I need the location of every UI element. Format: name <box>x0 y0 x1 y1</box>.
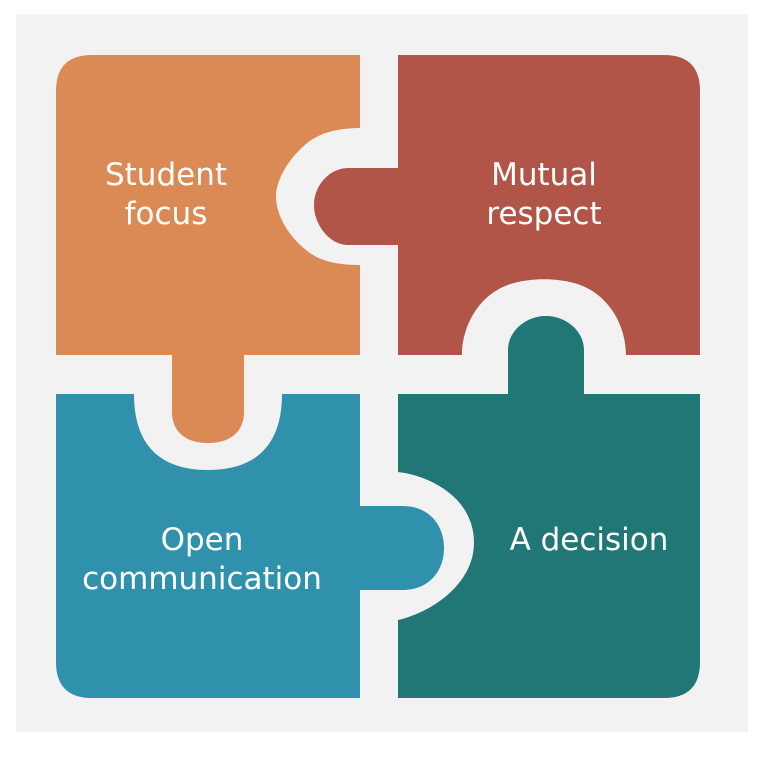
piece-label: communication <box>82 561 322 597</box>
piece-label: focus <box>125 196 208 232</box>
puzzle-shape-open-communication <box>56 394 444 698</box>
piece-label: respect <box>486 196 601 232</box>
puzzle-piece-open-communication: Open communication <box>56 394 444 698</box>
puzzle-shape-a-decision <box>398 316 700 698</box>
piece-label: Open <box>161 522 244 558</box>
piece-label: Student <box>105 157 227 193</box>
piece-label: Mutual <box>491 157 597 193</box>
piece-label: A decision <box>510 522 669 558</box>
puzzle-piece-a-decision: A decision <box>398 316 700 698</box>
puzzle-piece-mutual-respect: Mutual respect <box>314 55 700 355</box>
puzzle-piece-student-focus: Student focus <box>56 55 360 443</box>
puzzle-shape-student-focus <box>56 55 360 443</box>
puzzle-shape-mutual-respect <box>314 55 700 355</box>
